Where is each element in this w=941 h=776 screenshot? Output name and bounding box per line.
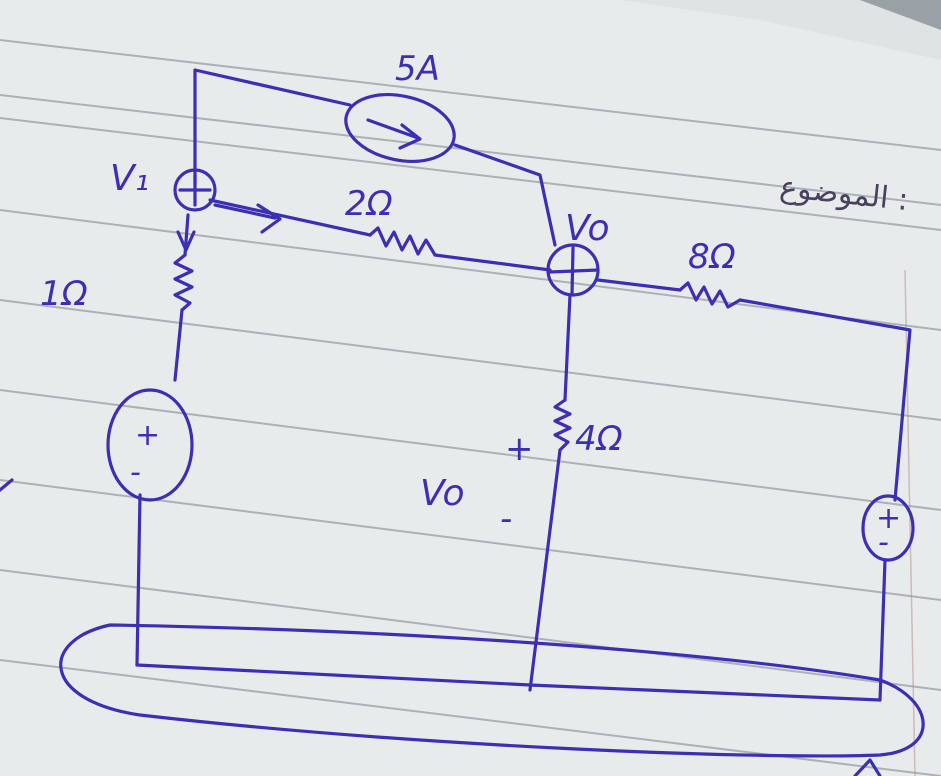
output-plus: + [505,429,534,469]
left-source-plus: + [135,418,160,453]
resistor-8ohm: 8Ω [678,237,742,309]
resistor-2ohm-label: 2Ω [345,184,393,224]
node-vo-label: Vo [565,208,610,249]
current-source-label: 5A [395,49,440,89]
output-minus: - [500,499,512,539]
output-label: Vo [420,473,465,514]
wires [59,68,925,758]
node-v1-label: V₁ [110,158,149,199]
current-source-5a: 5A [344,49,456,163]
stray-mark-left [0,478,14,492]
resistor-4ohm-label: 4Ω [575,419,623,459]
resistor-2ohm: 2Ω [345,184,437,257]
node-vo: Vo [546,208,610,297]
resistor-1ohm-label: 1Ω [40,274,88,314]
resistor-8ohm-label: 8Ω [688,237,736,277]
resistor-4ohm: 4Ω [553,398,623,459]
right-source-plus: + [876,501,901,536]
resistor-1ohm: 1Ω [40,253,194,314]
voltage-source-left: + - [106,388,194,502]
stray-mark-bottom [853,758,882,776]
paper-corner-shadow [620,0,941,60]
ruled-lines [0,39,941,776]
node-v1: V₁ [110,158,282,252]
paper-corner-dark [860,0,941,30]
output-marker: + Vo - [420,429,534,539]
left-source-minus: - [130,455,141,490]
voltage-source-right: + - [861,494,915,562]
right-source-minus: - [878,525,889,560]
